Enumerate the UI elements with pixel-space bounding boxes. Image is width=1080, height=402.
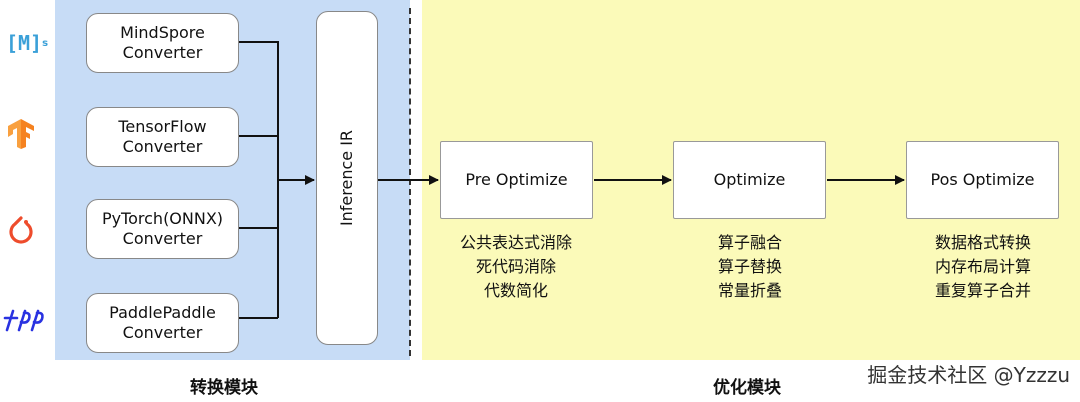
pos-optimize-box: Pos Optimize [906,141,1059,219]
mindspore-converter-label: MindSpore Converter [120,23,205,62]
optimize-caption: 算子融合 算子替换 常量折叠 [717,233,782,300]
module-divider [409,8,411,356]
pre-optimize-caption: 公共表达式消除 死代码消除 代数简化 [459,233,572,300]
paddlepaddle-logo [2,306,46,334]
pytorch-converter-box: PyTorch(ONNX) Converter [86,199,239,259]
paddlepaddle-converter-label: PaddlePaddle Converter [109,303,216,342]
pre-optimize-box: Pre Optimize [440,141,593,219]
optimize-box: Optimize [673,141,826,219]
optimize-module-title: 优化模块 [713,378,781,398]
tensorflow-converter-box: TensorFlow Converter [86,107,239,167]
pytorch-converter-label: PyTorch(ONNX) Converter [101,209,224,248]
pos-optimize-caption: 数据格式转换 内存布局计算 重复算子合并 [934,233,1031,300]
pytorch-logo [6,214,36,248]
inference-ir-label: Inference IR [337,129,357,227]
optimize-label: Optimize [713,170,786,189]
pre-optimize-label: Pre Optimize [465,170,568,189]
convert-module-title: 转换模块 [190,378,258,398]
mindspore-converter-box: MindSpore Converter [86,13,239,73]
tensorflow-logo [6,116,36,152]
paddlepaddle-converter-box: PaddlePaddle Converter [86,293,239,353]
watermark: 掘金技术社区 @Yzzzu [867,363,1070,387]
pos-optimize-label: Pos Optimize [930,170,1035,189]
inference-ir-box: Inference IR [316,11,378,345]
mindspore-logo: [M] s [5,31,49,55]
connector-mindspore [239,41,279,318]
tensorflow-converter-label: TensorFlow Converter [118,117,207,156]
